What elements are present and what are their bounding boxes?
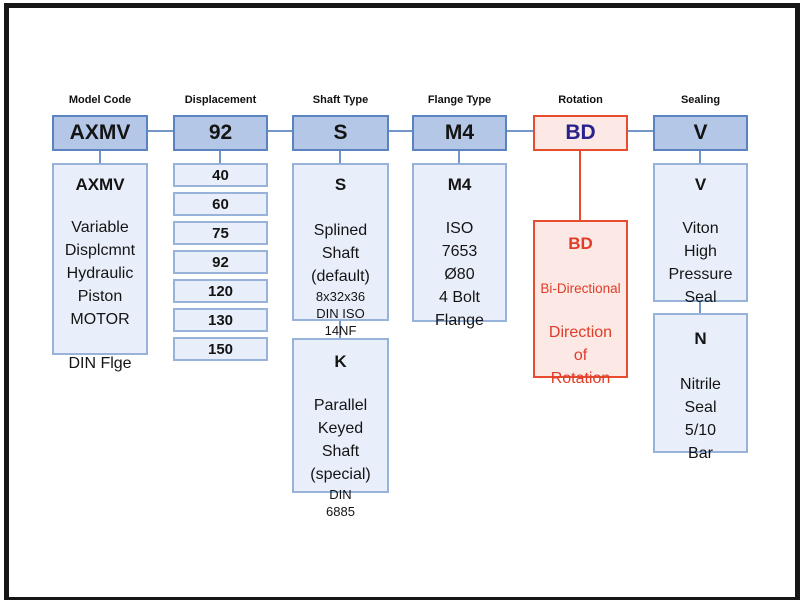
code-box-model-code: AXMV bbox=[52, 115, 148, 151]
displacement-option-130: 130 bbox=[173, 308, 268, 332]
flange-detail-lines: ISO 7653 Ø80 4 Bolt Flange bbox=[435, 220, 484, 329]
shaft-k-detail-box: K Parallel Keyed Shaft (special) DIN 688… bbox=[292, 338, 389, 519]
shaft-k-small: DIN 6885 bbox=[326, 487, 355, 519]
model-code-detail-box: AXMV Variable Displcmnt Hydraulic Piston… bbox=[52, 163, 148, 372]
header-sealing: Sealing bbox=[680, 94, 721, 106]
connector-sealing-detail bbox=[699, 149, 701, 163]
connector-shaft-flange bbox=[389, 130, 412, 132]
outer-frame bbox=[4, 3, 800, 600]
sealing-n-lines: Nitrile Seal 5/10 Bar bbox=[680, 376, 721, 462]
shaft-s-detail-box: S Splined Shaft (default) 8x32x36 DIN IS… bbox=[292, 163, 389, 338]
connector-modelcode-detail bbox=[99, 149, 101, 163]
code-box-sealing: V bbox=[653, 115, 748, 151]
sealing-v-code: V bbox=[694, 175, 707, 194]
shaft-k-lines: Parallel Keyed Shaft (special) bbox=[310, 397, 371, 483]
header-model-code: Model Code bbox=[68, 94, 132, 106]
connector-displacement-list bbox=[219, 149, 221, 163]
displacement-option-92: 92 bbox=[173, 250, 268, 274]
sealing-v-lines: Viton High Pressure Seal bbox=[668, 220, 733, 306]
displacement-option-120: 120 bbox=[173, 279, 268, 303]
rotation-detail-subtitle: Bi-Directional bbox=[540, 281, 621, 296]
connector-shaft-detail bbox=[339, 149, 341, 163]
code-box-displacement: 92 bbox=[173, 115, 268, 151]
sealing-n-code: N bbox=[694, 329, 707, 348]
header-shaft-type: Shaft Type bbox=[312, 94, 369, 106]
displacement-option-40: 40 bbox=[173, 163, 268, 187]
connector-rotation-sealing bbox=[628, 130, 653, 132]
code-box-rotation: BD bbox=[533, 115, 628, 151]
sealing-n-detail-box: N Nitrile Seal 5/10 Bar bbox=[653, 313, 748, 462]
connector-displacement-shaft bbox=[268, 130, 292, 132]
connector-modelcode-displacement bbox=[148, 130, 173, 132]
connector-sealing-v-to-n bbox=[699, 302, 701, 313]
header-rotation: Rotation bbox=[558, 94, 603, 106]
flange-detail-box: M4 ISO 7653 Ø80 4 Bolt Flange bbox=[412, 163, 507, 329]
shaft-s-small: 8x32x36 DIN ISO 14NF bbox=[315, 289, 366, 338]
connector-flange-detail bbox=[458, 149, 460, 163]
rotation-detail-box: BD Bi-Directional Direction of Rotation bbox=[533, 220, 628, 387]
rotation-detail-lines: Direction of Rotation bbox=[548, 324, 613, 387]
connector-shaft-s-to-k bbox=[339, 321, 341, 338]
header-displacement: Displacement bbox=[184, 94, 257, 106]
code-box-flange-type: M4 bbox=[412, 115, 507, 151]
displacement-option-150: 150 bbox=[173, 337, 268, 361]
rotation-detail-code: BD bbox=[568, 234, 593, 253]
displacement-option-75: 75 bbox=[173, 221, 268, 245]
model-code-detail-code: AXMV bbox=[75, 175, 125, 194]
model-code-detail-footer: DIN Flge bbox=[68, 355, 132, 372]
model-code-detail-lines: Variable Displcmnt Hydraulic Piston MOTO… bbox=[64, 219, 136, 328]
sealing-v-detail-box: V Viton High Pressure Seal bbox=[653, 163, 748, 306]
connector-rotation-detail bbox=[579, 149, 581, 220]
header-flange-type: Flange Type bbox=[427, 94, 492, 106]
shaft-s-code: S bbox=[334, 175, 347, 194]
code-box-shaft-type: S bbox=[292, 115, 389, 151]
connector-flange-rotation bbox=[507, 130, 533, 132]
shaft-s-lines: Splined Shaft (default) bbox=[311, 222, 370, 285]
flange-detail-code: M4 bbox=[447, 175, 472, 194]
displacement-option-60: 60 bbox=[173, 192, 268, 216]
shaft-k-code: K bbox=[334, 352, 347, 371]
